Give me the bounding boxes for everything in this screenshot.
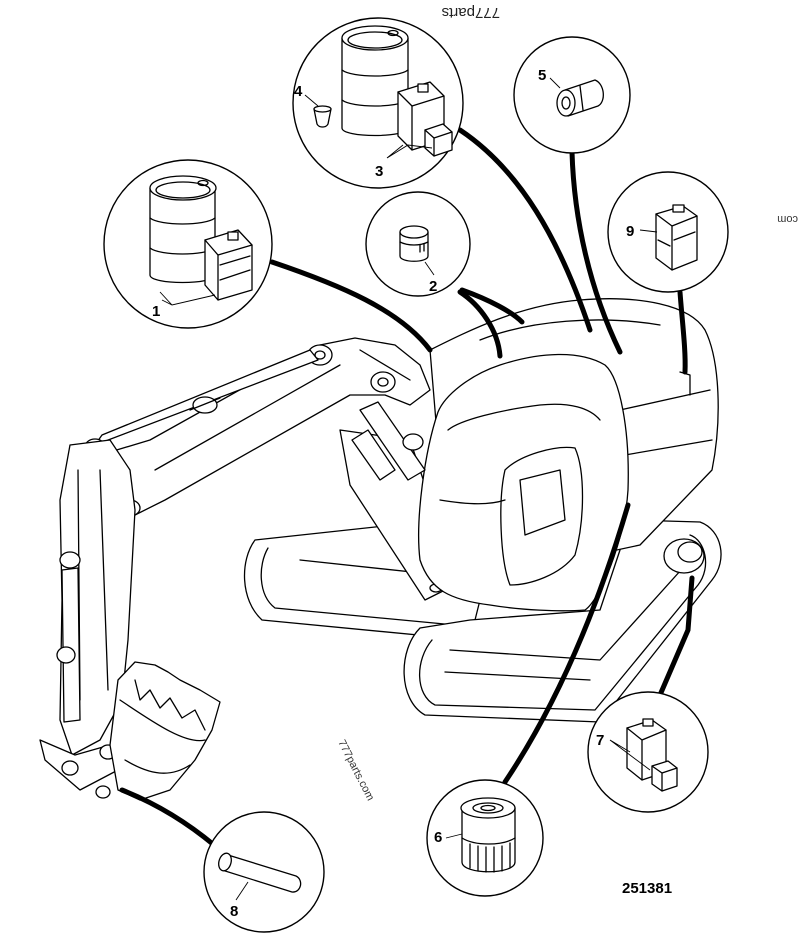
leader-9 (677, 289, 688, 375)
filter-sleeve-icon (556, 79, 604, 117)
callout-number-1: 1 (152, 303, 160, 320)
watermark-right: com (777, 213, 798, 225)
leader-6 (502, 502, 631, 785)
callout-number-7: 7 (596, 732, 604, 749)
callout-number-6: 6 (434, 829, 442, 846)
callout-3[interactable]: 4 3 (292, 17, 464, 189)
leader-5 (569, 149, 623, 355)
leader-8 (119, 787, 217, 848)
oil-drum-and-can-icon (149, 175, 253, 301)
front-track (403, 519, 722, 723)
leader-1 (269, 259, 433, 353)
callout-9[interactable]: 9 (607, 171, 729, 293)
callout-number-5: 5 (538, 67, 546, 84)
small-cup-icon (313, 105, 332, 128)
grease-tube-icon (218, 852, 302, 893)
leader-lines (119, 127, 695, 848)
oil-drum-and-cans-icon (341, 25, 453, 157)
callout-number-4: 4 (294, 83, 303, 100)
oil-cans-icon (626, 718, 678, 792)
excavator-drawing (39, 298, 722, 801)
leader-3 (457, 127, 593, 333)
callout-number-9: 9 (626, 223, 634, 240)
leader-2b (459, 287, 525, 325)
leader-7 (657, 575, 695, 698)
grease-tin-icon (399, 225, 429, 262)
callout-7[interactable]: 7 (587, 691, 709, 813)
callout-6[interactable]: 6 (426, 779, 544, 897)
watermark-top: 777parts (442, 4, 500, 21)
leader-2a (457, 289, 503, 359)
callout-number-2: 2 (429, 278, 437, 295)
callout-2[interactable]: 2 (365, 191, 471, 297)
oil-can-icon (655, 204, 698, 271)
callout-number-8: 8 (230, 903, 238, 920)
watermark-middle: 777parts.com (335, 738, 376, 803)
callout-1[interactable]: 1 (103, 159, 273, 329)
figure-code: 251381 (622, 880, 672, 897)
callout-number-3: 3 (375, 163, 383, 180)
callout-8[interactable]: 8 (203, 811, 325, 933)
oil-filter-icon (460, 797, 516, 873)
callout-5[interactable]: 5 (513, 36, 631, 154)
